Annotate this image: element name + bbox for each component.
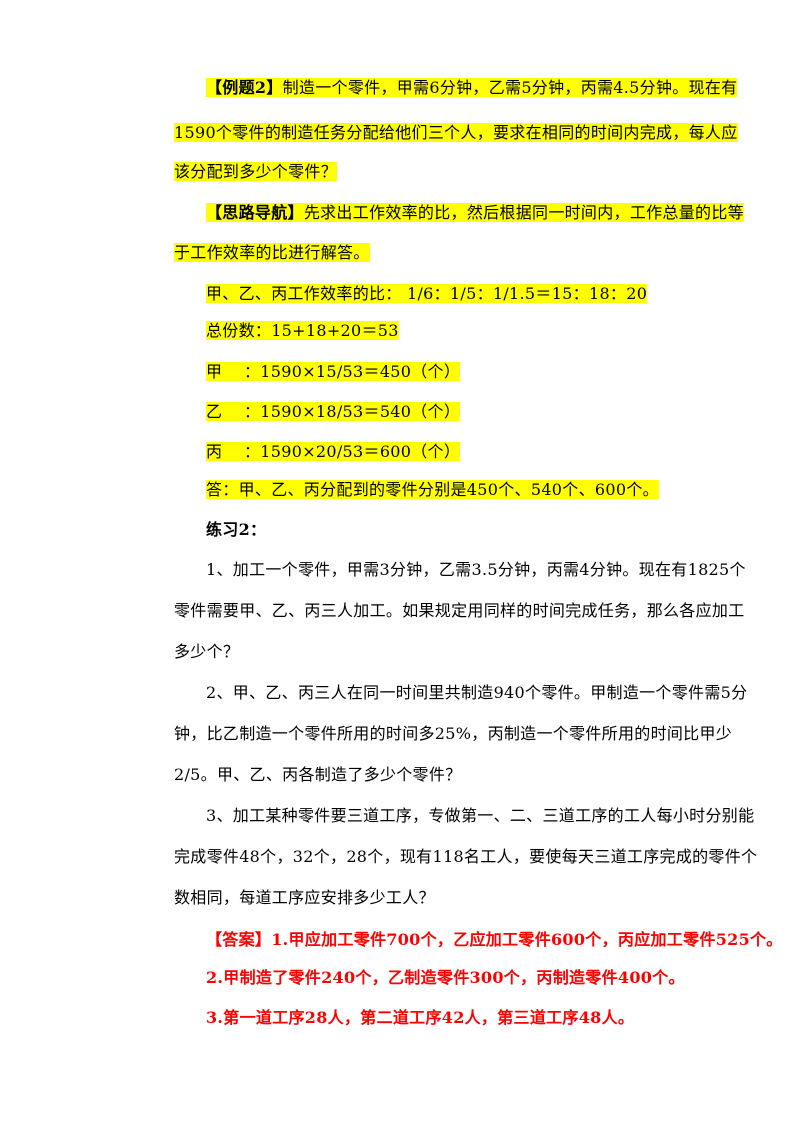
solution-total: 总份数：15+18+20＝53	[206, 321, 399, 340]
guide-text-1: 先求出工作效率的比，然后根据同一时间内，工作总量的比等	[303, 203, 744, 222]
solution-line-5: 丙 ：1590×20/53＝600（个）	[206, 441, 461, 463]
solution-line-6: 答：甲、乙、丙分配到的零件分别是450个、540个、600个。	[206, 479, 659, 501]
solution-bing: 丙 ：1590×20/53＝600（个）	[206, 442, 461, 461]
answer-line-3: 3.第一道工序28人，第二道工序42人，第三道工序48人。	[206, 1008, 635, 1027]
practice-q1-line-1: 1、加工一个零件，甲需3分钟，乙需3.5分钟，丙需4分钟。现在有1825个	[206, 560, 746, 579]
guide-line-2: 于工作效率的比进行解答。	[174, 242, 370, 264]
guide-line-1: 【思路导航】先求出工作效率的比，然后根据同一时间内，工作总量的比等	[206, 202, 744, 224]
practice-q2-line-2: 钟，比乙制造一个零件所用的时间多25%，丙制造一个零件所用的时间比甲少	[174, 724, 733, 743]
answer-line-1: 【答案】1.甲应加工零件700个，乙应加工零件600个，丙应加工零件525个。	[206, 930, 783, 949]
solution-line-4: 乙 ：1590×18/53＝540（个）	[206, 401, 461, 423]
practice-q1-line-2: 零件需要甲、乙、丙三人加工。如果规定用同样的时间完成任务，那么各应加工	[174, 601, 745, 620]
solution-line-1: 甲、乙、丙工作效率的比： 1/6：1/5：1/1.5＝15：18：20	[206, 283, 648, 305]
practice-title: 练习2：	[206, 520, 267, 539]
solution-jia: 甲 ：1590×15/53＝450（个）	[206, 362, 461, 381]
guide-tag: 【思路导航】	[206, 203, 304, 222]
example-text-3: 该分配到多少个零件？	[174, 162, 338, 181]
example-text-1: 制造一个零件，甲需6分钟，乙需5分钟，丙需4.5分钟。现在有	[282, 78, 738, 97]
example-text-2: 1590个零件的制造任务分配给他们三个人，要求在相同的时间内完成，每人应	[174, 123, 738, 142]
solution-answer: 答：甲、乙、丙分配到的零件分别是450个、540个、600个。	[206, 480, 659, 499]
example-line-1: 【例题2】制造一个零件，甲需6分钟，乙需5分钟，丙需4.5分钟。现在有	[206, 77, 738, 99]
example-tag: 【例题2】	[206, 78, 283, 97]
solution-ratio: 甲、乙、丙工作效率的比： 1/6：1/5：1/1.5＝15：18：20	[206, 284, 648, 303]
guide-text-2: 于工作效率的比进行解答。	[174, 243, 370, 262]
example-line-2: 1590个零件的制造任务分配给他们三个人，要求在相同的时间内完成，每人应	[174, 122, 738, 144]
solution-line-3: 甲 ：1590×15/53＝450（个）	[206, 361, 461, 383]
practice-q2-line-1: 2、甲、乙、丙三人在同一时间里共制造940个零件。甲制造一个零件需5分	[206, 683, 748, 702]
solution-line-2: 总份数：15+18+20＝53	[206, 320, 399, 342]
practice-q3-line-2: 完成零件48个，32个，28个，现有118名工人，要使每天三道工序完成的零件个	[174, 847, 758, 866]
example-line-3: 该分配到多少个零件？	[174, 161, 338, 183]
answer-line-2: 2.甲制造了零件240个，乙制造零件300个，丙制造零件400个。	[206, 968, 685, 987]
solution-yi: 乙 ：1590×18/53＝540（个）	[206, 402, 461, 421]
practice-q1-line-3: 多少个？	[174, 642, 240, 661]
practice-q2-line-3: 2/5。甲、乙、丙各制造了多少个零件？	[174, 765, 462, 784]
practice-q3-line-1: 3、加工某种零件要三道工序，专做第一、二、三道工序的工人每小时分别能	[206, 806, 755, 825]
practice-q3-line-3: 数相同，每道工序应安排多少工人？	[174, 888, 435, 907]
